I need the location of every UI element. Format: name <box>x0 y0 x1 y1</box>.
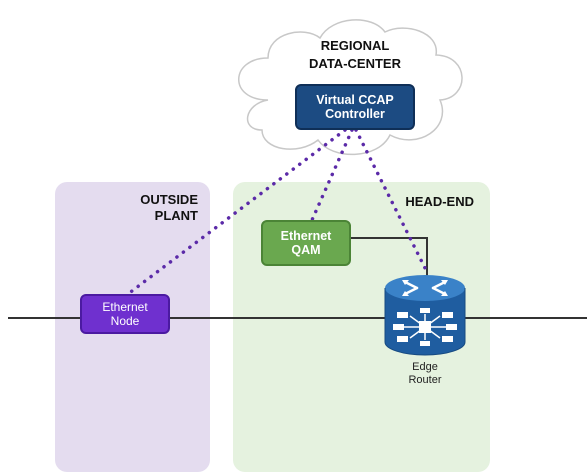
edge-router-icon <box>384 275 466 356</box>
regional-data-center-title: REGIONAL DATA-CENTER <box>309 38 401 71</box>
controller-node-link <box>126 128 347 296</box>
virtual-ccap-controller-box: Virtual CCAP Controller <box>295 84 415 130</box>
controller-router-link <box>354 128 427 270</box>
head-end-title: HEAD-END <box>405 194 474 209</box>
controller-qam-link <box>310 128 354 222</box>
edge-router-label: Edge Router <box>408 361 442 386</box>
ethernet-qam-box: Ethernet QAM <box>261 220 351 266</box>
outside-plant-title: OUTSIDE PLANT <box>140 192 198 223</box>
qam-router-link <box>351 237 428 276</box>
ethernet-node-box: Ethernet Node <box>80 294 170 334</box>
